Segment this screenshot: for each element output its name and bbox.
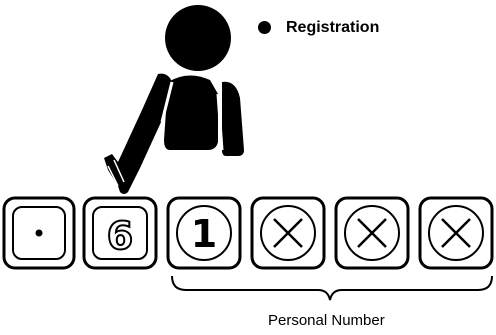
x-key-1	[252, 198, 324, 268]
person-pointing-arm	[104, 74, 172, 194]
person-right-arm	[222, 82, 244, 156]
curly-brace	[172, 276, 492, 300]
key-row: 6 1	[4, 198, 492, 268]
dot-icon	[36, 230, 43, 237]
digit-6-key: 6	[84, 198, 156, 268]
digit-1-key: 1	[168, 198, 240, 268]
digit-six-icon: 6	[107, 214, 133, 258]
x-key-2	[336, 198, 408, 268]
dot-key	[4, 198, 74, 268]
x-key-3	[420, 198, 492, 268]
registration-title: Registration	[286, 18, 379, 38]
person-head	[165, 5, 231, 71]
filled-circle-bullet	[258, 21, 271, 34]
person-pointing-icon	[104, 5, 244, 194]
personal-number-label: Personal Number	[268, 312, 385, 330]
digit-one-icon: 1	[191, 212, 217, 256]
